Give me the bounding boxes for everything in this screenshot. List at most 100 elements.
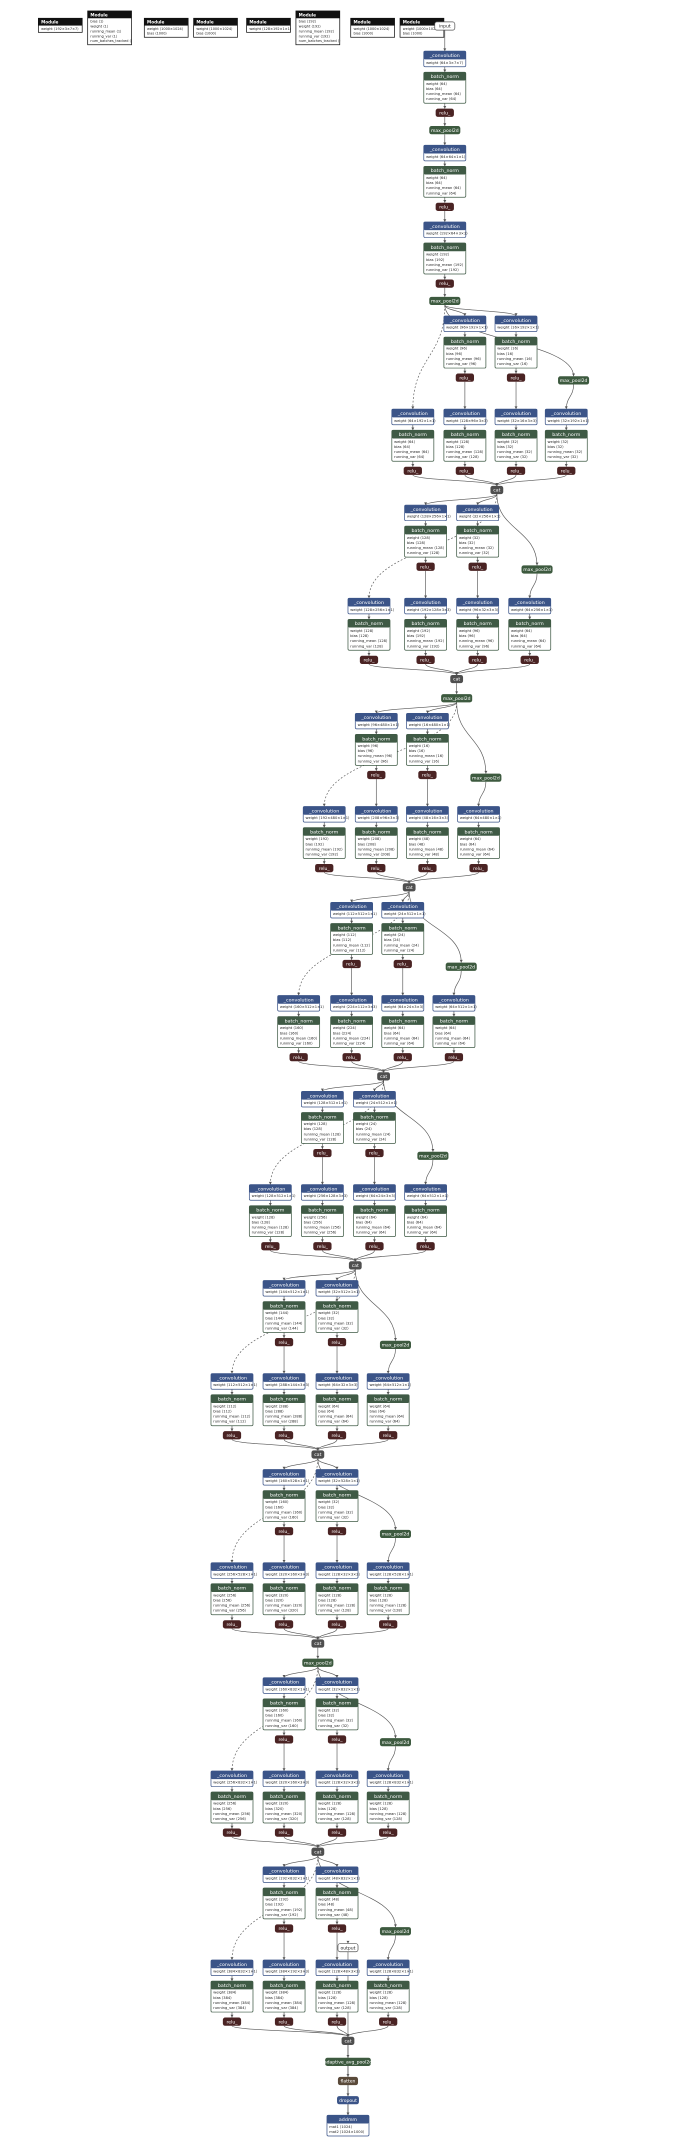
node-header — [301, 1112, 344, 1121]
node-title: batch_norm — [355, 621, 383, 627]
graph-edge — [427, 702, 457, 714]
edge-arrowhead — [386, 1617, 390, 1621]
edge-arrowhead — [476, 616, 480, 620]
node-attribute: bias ⟨208⟩ — [358, 842, 377, 846]
node-header — [404, 598, 447, 607]
node-header — [404, 505, 447, 514]
node-attribute: running_mean ⟨160⟩ — [265, 1510, 303, 1514]
node-title: _convolution — [500, 318, 531, 324]
edge-arrowhead — [350, 1013, 354, 1017]
node-header — [404, 526, 447, 535]
node-header — [316, 1301, 359, 1310]
node-attribute: running_mean ⟨384⟩ — [213, 2001, 251, 2005]
node-title: _convolution — [429, 53, 460, 59]
node-body — [450, 674, 464, 684]
node-title: _convolution — [268, 1471, 299, 1477]
node-body — [429, 126, 461, 135]
edge-arrowhead — [477, 861, 481, 865]
node-body — [393, 1053, 412, 1062]
node-title: batch_norm — [389, 925, 417, 931]
node-title: relu_ — [293, 1055, 305, 1061]
node-attribute: running_var ⟨320⟩ — [265, 1609, 298, 1613]
node-attribute: bias ⟨320⟩ — [265, 1599, 284, 1603]
node-title: batch_norm — [308, 1114, 336, 1120]
edge-arrowhead — [335, 1428, 339, 1432]
relu-node: relu_ — [274, 1620, 294, 1629]
node-attribute: running_var ⟨192⟩ — [407, 644, 440, 648]
node-body — [506, 466, 526, 475]
node-attribute: bias ⟨32⟩ — [318, 1316, 335, 1320]
edge-arrowhead — [386, 1957, 390, 1961]
node-title: _convolution — [438, 997, 469, 1003]
edge-arrowhead — [425, 824, 429, 828]
node-attribute: running_var ⟨24⟩ — [356, 1137, 387, 1141]
node-title: batch_norm — [374, 1397, 402, 1403]
legend-attribute: weight ⟨1000×1024⟩ — [147, 27, 184, 31]
node-attribute: weight ⟨48⟩ — [409, 837, 430, 841]
node-title: batch_norm — [338, 925, 366, 931]
node-body — [416, 562, 435, 571]
legend-title: Module — [196, 20, 213, 25]
edge-arrowhead — [373, 1109, 376, 1113]
edge-arrowhead — [424, 616, 428, 620]
node-title: batch_norm — [218, 1983, 246, 1989]
node-title: max_pool2d — [523, 567, 551, 573]
node-attribute: running_var ⟨64⟩ — [356, 1231, 387, 1235]
node-attribute: running_var ⟨64⟩ — [460, 853, 491, 857]
legend-attribute: running_var ⟨192⟩ — [299, 34, 331, 38]
node-attribute: running_var ⟨192⟩ — [426, 268, 459, 272]
legend-attribute: weight ⟨1000×1024⟩ — [353, 27, 390, 31]
node-attribute: running_mean ⟨192⟩ — [306, 847, 344, 851]
edge-arrowhead — [443, 240, 447, 244]
node-title: relu_ — [279, 1529, 291, 1535]
node-attribute: weight ⟨160×528×1×1⟩ — [265, 1479, 310, 1483]
edge-arrowhead — [282, 1978, 286, 1982]
max-pool-node: max_pool2d — [429, 126, 461, 135]
node-attribute: bias ⟨192⟩ — [426, 258, 445, 262]
edge-arrowhead — [401, 992, 405, 996]
node-attribute: bias ⟨160⟩ — [265, 1714, 284, 1718]
edge-arrowhead — [374, 861, 378, 865]
relu-node: relu_ — [327, 1431, 347, 1440]
edge-arrowhead — [374, 824, 378, 828]
node-body — [367, 864, 386, 873]
edge-arrowhead — [425, 803, 429, 807]
node-attribute: weight ⟨128⟩ — [407, 536, 431, 540]
node-title: batch_norm — [218, 1586, 246, 1592]
relu-node: relu_ — [435, 202, 454, 211]
node-attribute: weight ⟨128×32×3×3⟩ — [318, 1781, 360, 1785]
node-body — [445, 962, 477, 971]
node-header — [406, 713, 449, 722]
graph-edge — [317, 1458, 338, 1470]
edge-arrowhead — [374, 768, 378, 771]
node-title: batch_norm — [360, 1208, 388, 1214]
node-title: _convolution — [283, 997, 314, 1003]
node-body — [520, 655, 539, 664]
node-header — [210, 1583, 253, 1593]
node-attribute: running_mean ⟨96⟩ — [358, 754, 393, 758]
edge-arrowhead — [514, 406, 518, 410]
node-title: _convolution — [268, 1773, 299, 1779]
edge-arrowhead — [350, 1050, 354, 1054]
node-attribute: weight ⟨320⟩ — [265, 1593, 289, 1597]
node-body — [348, 1261, 362, 1270]
relu-node: relu_ — [222, 1431, 242, 1440]
node-attribute: bias ⟨112⟩ — [333, 938, 352, 942]
edge-arrowhead — [401, 957, 405, 960]
node-title: batch_norm — [270, 1794, 298, 1800]
node-attribute: bias ⟨64⟩ — [369, 1409, 386, 1413]
graph-edge — [231, 1836, 319, 1848]
node-attribute: weight ⟨64⟩ — [407, 1215, 428, 1219]
node-title: _convolution — [372, 1375, 403, 1381]
node-title: relu_ — [383, 2019, 395, 2025]
node-body — [403, 466, 422, 475]
node-attribute: running_var ⟨32⟩ — [548, 455, 579, 459]
